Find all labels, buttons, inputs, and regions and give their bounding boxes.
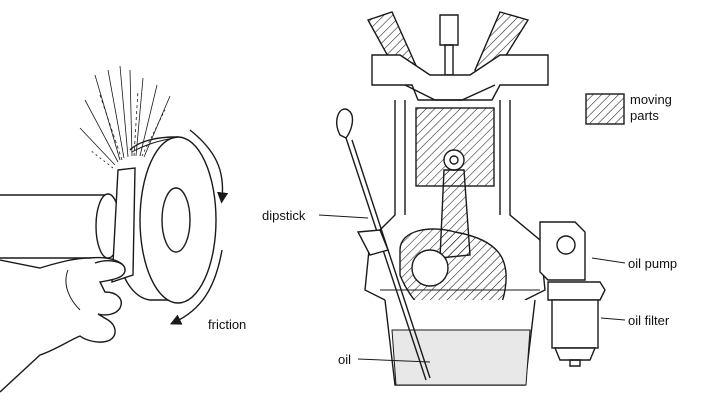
legend-swatch — [585, 93, 625, 125]
oil-pump-label: oil pump — [628, 256, 678, 271]
oil-label: oil — [338, 352, 352, 367]
oil-filter-label: oil filter — [628, 313, 670, 328]
dipstick-label: dipstick — [262, 208, 306, 223]
grinder-shaft — [0, 193, 121, 259]
legend-label-line1: moving — [630, 92, 672, 107]
grinding-illustration — [0, 65, 229, 393]
engine-cross-section — [318, 11, 626, 386]
rotation-arrow-icon — [169, 129, 229, 325]
cylinder-head — [371, 54, 549, 101]
legend-label-line2: parts — [630, 108, 659, 123]
leader-lines — [318, 214, 626, 363]
friction-label: friction — [208, 317, 247, 332]
oil-filter — [547, 281, 606, 367]
oil-sump — [380, 289, 540, 386]
sparks — [79, 65, 171, 169]
hand-holding-tool — [0, 167, 136, 393]
dipstick — [336, 108, 431, 381]
oil-pump — [539, 221, 586, 281]
